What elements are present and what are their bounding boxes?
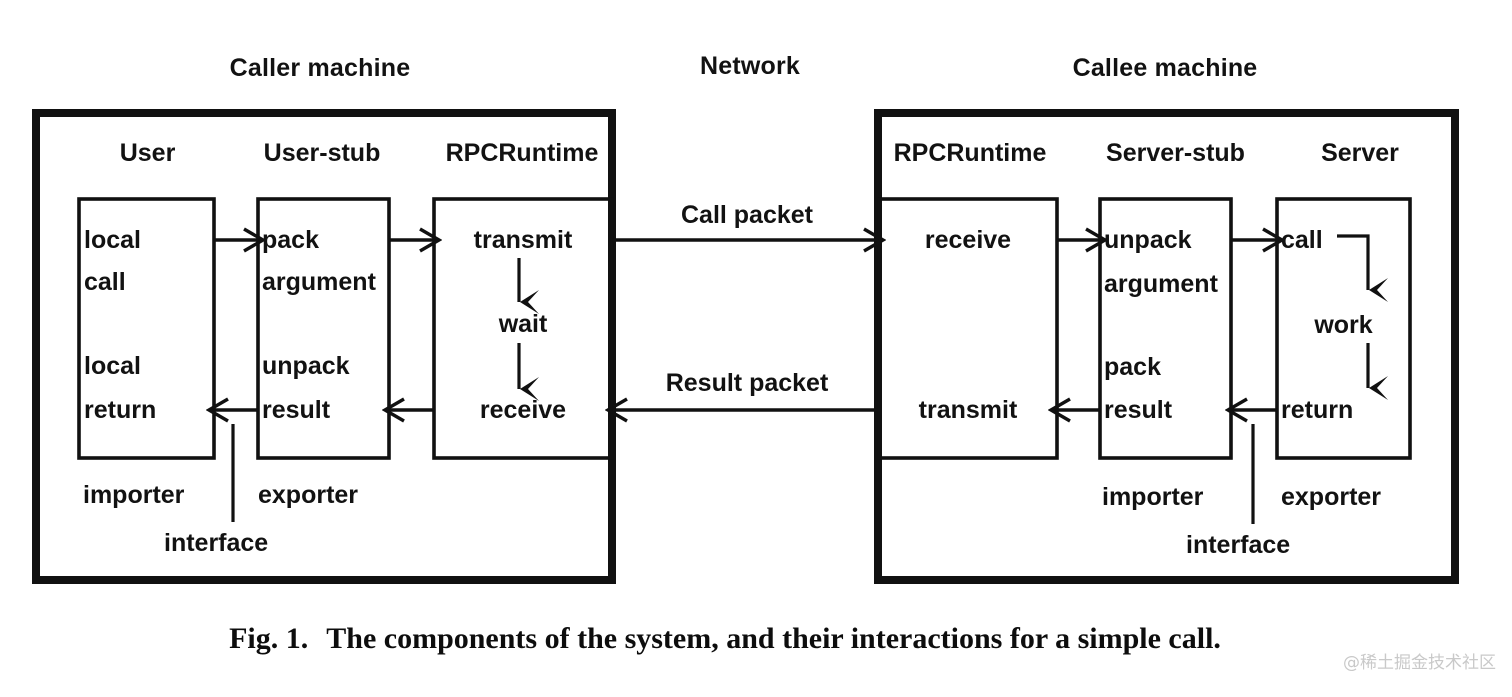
user-stub-cell-unpack-line2: result — [262, 396, 331, 424]
user-cell-local-return-line2: return — [84, 396, 157, 424]
callee-rpcruntime-cell-transmit: transmit — [918, 396, 1018, 424]
callee-exporter-label: exporter — [1281, 483, 1382, 511]
server-stub-cell-pack-line2: result — [1104, 396, 1173, 424]
user-stub-cell-pack-line1: pack — [262, 226, 319, 254]
callee-column-title-server: Server — [1321, 139, 1399, 167]
callee-column-title-rpcruntime: RPCRuntime — [893, 139, 1047, 167]
user-cell-local-call-line2: call — [84, 268, 126, 296]
callee-machine-title: Callee machine — [1072, 54, 1258, 82]
caller-rpcruntime-cell-transmit: transmit — [473, 226, 573, 254]
user-stub-box — [256, 197, 391, 460]
server-stub-box — [1098, 197, 1233, 460]
user-cell-local-call-line1: local — [84, 226, 141, 254]
user-stub-cell-unpack-line1: unpack — [262, 352, 350, 380]
caller-rpcruntime-cell-receive: receive — [479, 396, 567, 424]
caller-interface-label: interface — [164, 529, 269, 557]
caller-rpcruntime-box — [432, 197, 614, 460]
caller-column-title-rpcruntime: RPCRuntime — [445, 139, 599, 167]
figure-caption: Fig. 1. The components of the system, and… — [0, 622, 1450, 656]
server-cell-call: call — [1281, 226, 1323, 254]
callee-rpcruntime-cell-receive: receive — [924, 226, 1012, 254]
caller-importer-label: importer — [83, 481, 185, 509]
callee-column-title-server-stub: Server-stub — [1106, 139, 1245, 167]
result-packet-label: Result packet — [665, 369, 829, 397]
network-title: Network — [699, 52, 801, 80]
caller-machine-title: Caller machine — [229, 54, 411, 82]
callee-rpcruntime-box — [877, 197, 1059, 460]
server-stub-cell-pack-line1: pack — [1104, 353, 1161, 381]
callee-importer-label: importer — [1102, 483, 1204, 511]
call-packet-label: Call packet — [680, 201, 813, 229]
figure-number: Fig. 1. — [229, 622, 309, 655]
caller-column-title-user-stub: User-stub — [263, 139, 381, 167]
server-cell-return: return — [1281, 396, 1354, 424]
arrow-call-to-work — [1337, 234, 1388, 302]
server-cell-work: work — [1314, 311, 1373, 339]
figure-caption-text: The components of the system, and their … — [326, 622, 1221, 655]
user-cell-local-return-line1: local — [84, 352, 141, 380]
server-box — [1275, 197, 1412, 460]
callee-interface-label: interface — [1186, 531, 1291, 559]
caller-exporter-label: exporter — [258, 481, 359, 509]
server-stub-cell-unpack-line1: unpack — [1104, 226, 1192, 254]
watermark: @稀土掘金技术社区 — [1343, 653, 1496, 673]
server-stub-cell-unpack-line2: argument — [1104, 270, 1218, 298]
user-box — [77, 197, 216, 460]
caller-column-title-user: User — [119, 139, 176, 167]
user-stub-cell-pack-line2: argument — [262, 268, 376, 296]
caller-rpcruntime-cell-wait: wait — [498, 310, 548, 338]
